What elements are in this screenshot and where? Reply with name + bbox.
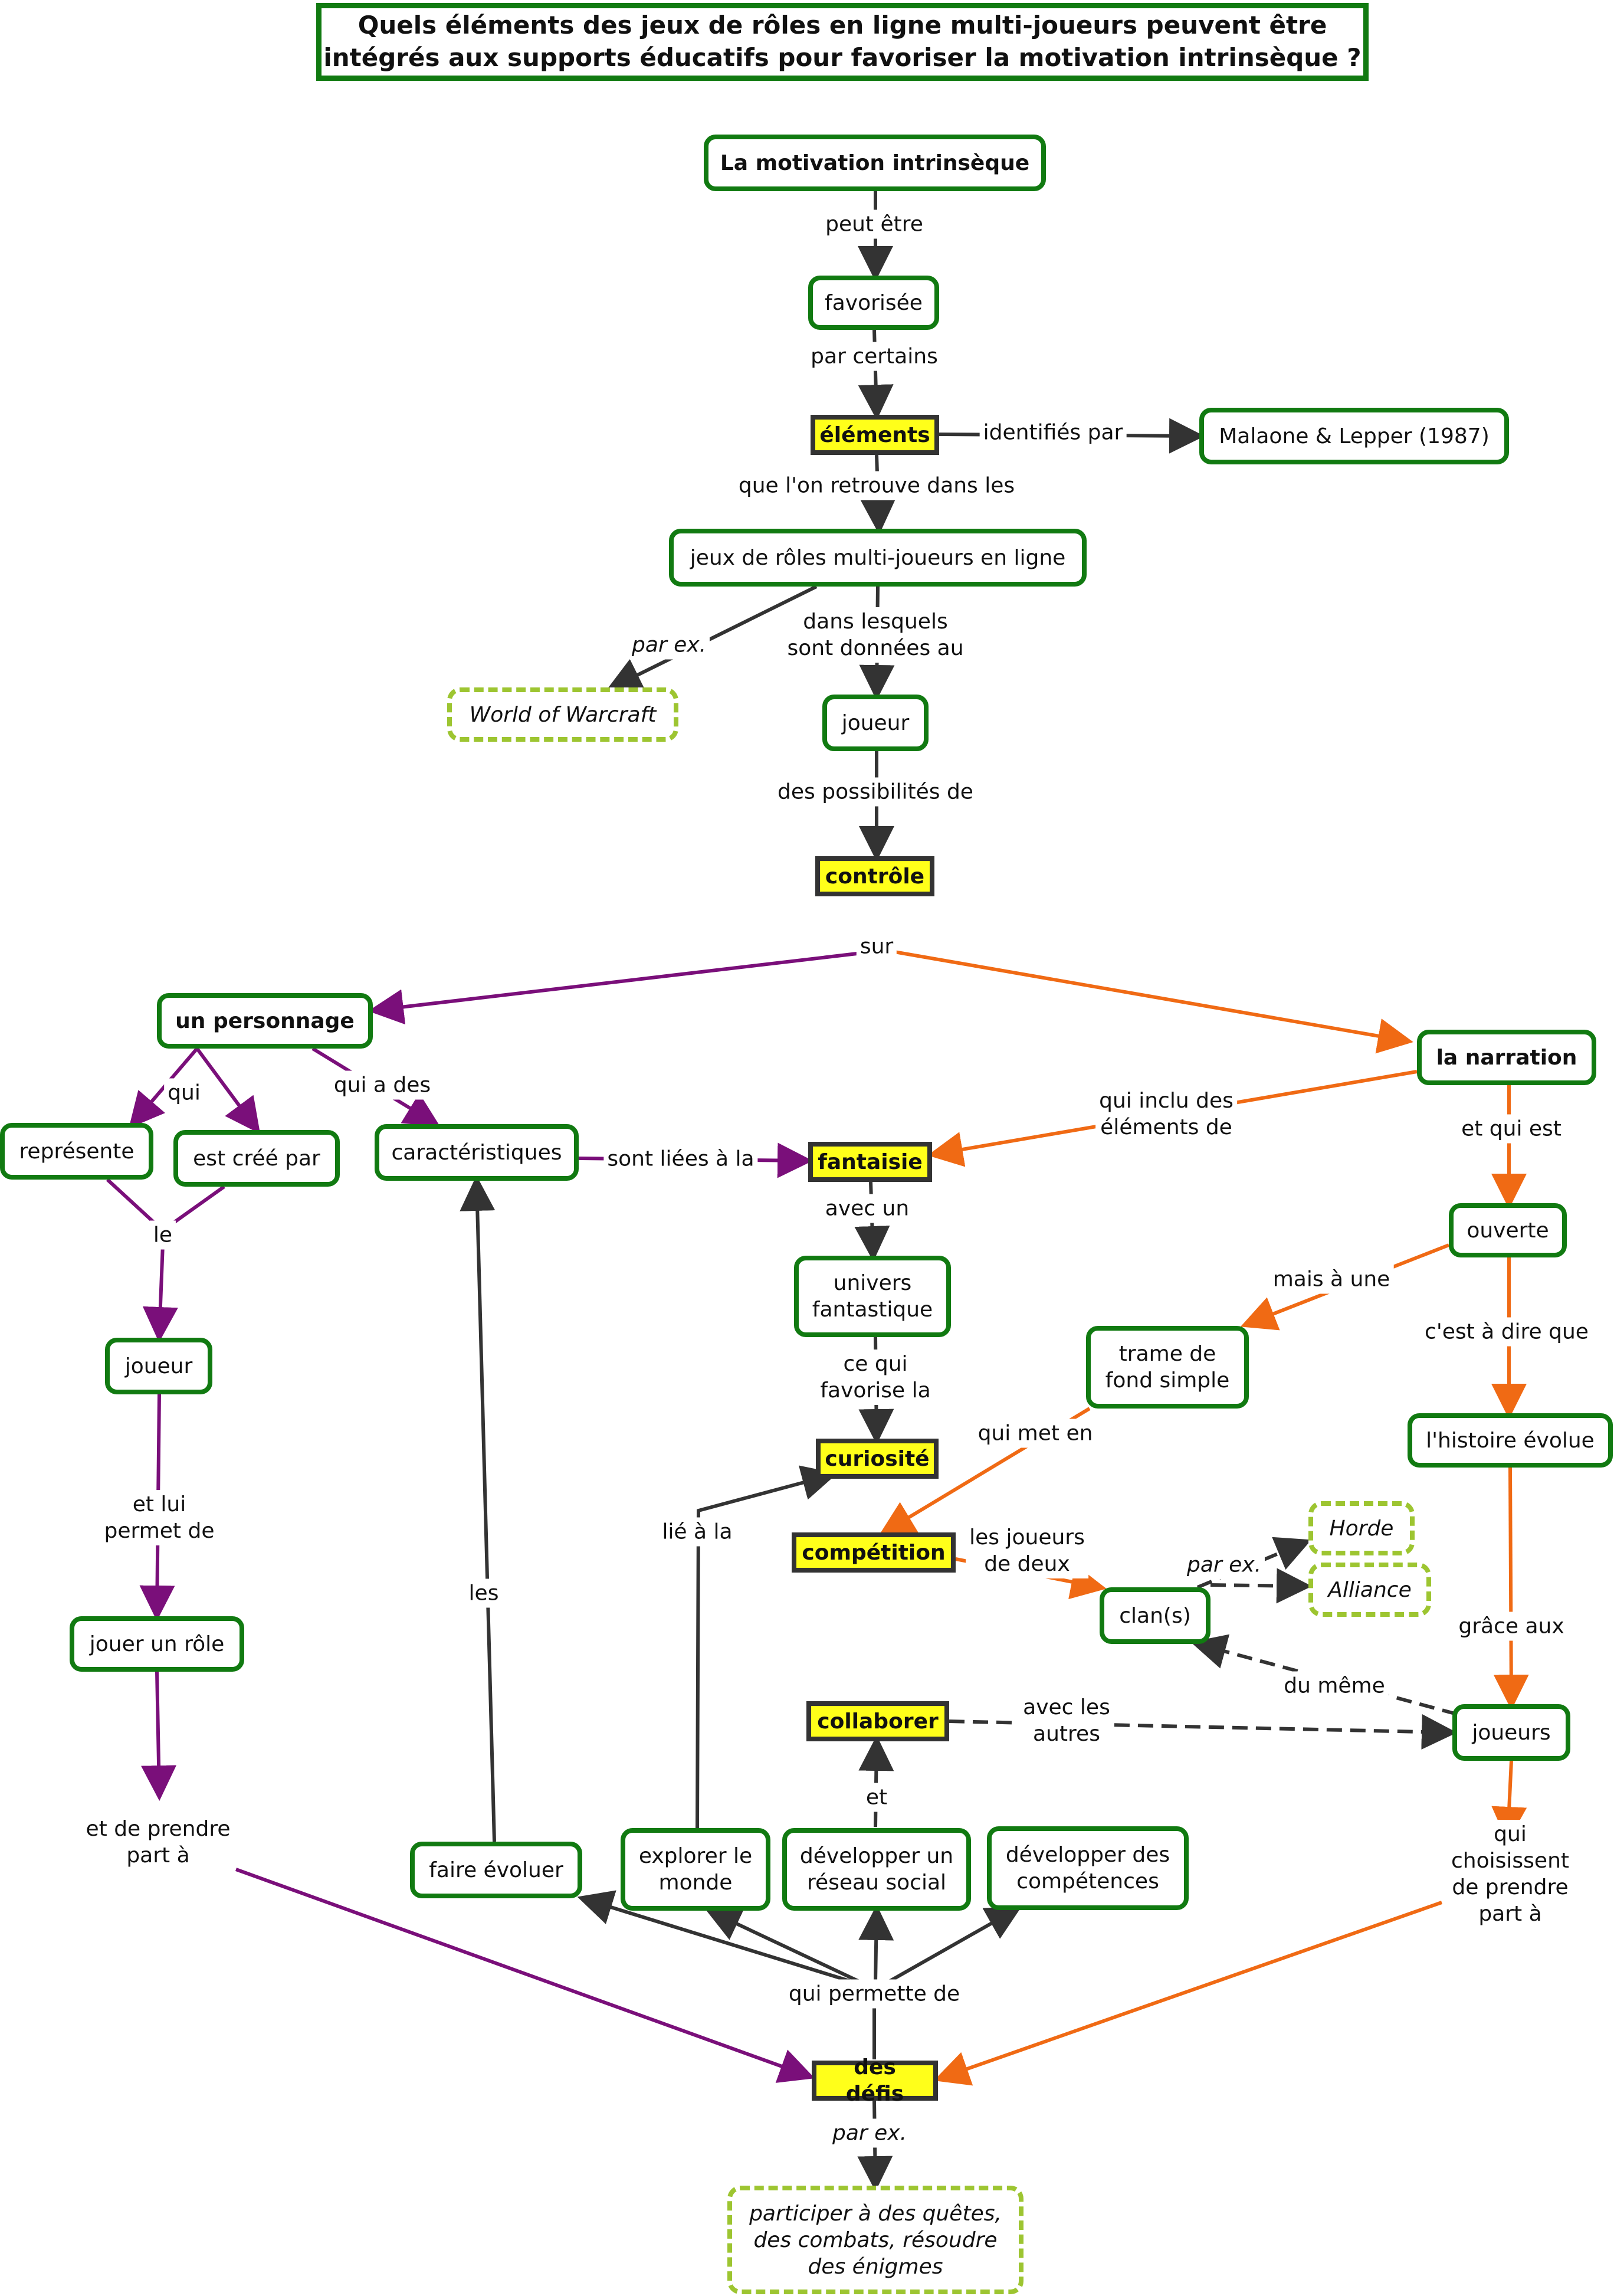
label-et-qui-est: et qui est	[1458, 1114, 1565, 1144]
node-jouer-un-role: jouer un rôle	[70, 1616, 244, 1672]
node-world-of-warcraft: World of Warcraft	[447, 687, 678, 742]
node-participer-quetes: participer à des quêtes, des combats, ré…	[727, 2186, 1023, 2294]
label-sur: sur	[856, 932, 897, 961]
node-alliance: Alliance	[1308, 1563, 1431, 1617]
node-controle: contrôle	[815, 856, 934, 896]
edge-le-joueur	[142, 1243, 178, 1342]
edge-controle-personnage	[368, 951, 868, 1025]
label-et-lui-permet: et lui permet de	[100, 1490, 218, 1545]
node-trame-de-fond: trame de fond simple	[1086, 1326, 1249, 1409]
label-peut-etre: peut être	[822, 209, 927, 239]
label-qui-choisissent: qui choisissent de prendre part à	[1448, 1820, 1573, 1928]
node-reseau-social: développer un réseau social	[782, 1828, 971, 1911]
node-univers-fantastique: univers fantastique	[794, 1256, 951, 1337]
node-elements: éléments	[811, 415, 939, 455]
label-le: le	[149, 1220, 176, 1250]
label-les: les	[465, 1578, 503, 1608]
label-lie-a-la: lié à la	[658, 1517, 736, 1547]
node-motivation-intrinseque: La motivation intrinsèque	[704, 135, 1046, 191]
node-la-narration: la narration	[1417, 1030, 1596, 1085]
node-represente: représente	[0, 1123, 153, 1180]
label-que-lon-retrouve: que l'on retrouve dans les	[734, 471, 1019, 500]
node-curiosite: curiosité	[816, 1439, 939, 1479]
node-competition: compétition	[792, 1532, 956, 1573]
label-qui-met-en: qui met en	[974, 1419, 1097, 1448]
label-par-ex-wow: par ex.	[628, 630, 710, 660]
node-malaone-lepper: Malaone & Lepper (1987)	[1199, 408, 1509, 464]
node-developper-competences: développer des compétences	[987, 1826, 1189, 1910]
edge-controle-narration	[890, 949, 1413, 1054]
diagram-title: Quels éléments des jeux de rôles en lign…	[316, 3, 1369, 81]
label-qui-a-des: qui a des	[330, 1070, 435, 1100]
edge-explorer-curiosite	[696, 1465, 838, 1829]
edge-personnage-estcree	[195, 1047, 261, 1134]
node-des-defis: des défis	[812, 2055, 938, 2106]
edge-jouerrole-defis	[141, 1671, 177, 1801]
edge-defis-explorer	[705, 1908, 875, 1990]
edge-jeux-wow	[606, 585, 818, 691]
node-favorisee: favorisée	[808, 276, 939, 330]
edge-histoire-joueurs	[1493, 1467, 1529, 1710]
node-joueurs: joueurs	[1452, 1704, 1570, 1761]
edge-represente-joueur	[106, 1178, 160, 1228]
node-fantaisie: fantaisie	[808, 1142, 932, 1182]
edge-choisissent-defis	[933, 1901, 1442, 2086]
label-les-joueurs-de-deux: les joueurs de deux	[966, 1523, 1088, 1578]
node-horde: Horde	[1308, 1501, 1415, 1555]
node-histoire-evolue: l'histoire évolue	[1408, 1413, 1613, 1468]
label-qui-permette-de: qui permette de	[785, 1979, 964, 2009]
label-qui-inclu: qui inclu des éléments de	[1095, 1086, 1237, 1142]
label-avec-les-autres: avec les autres	[1019, 1693, 1114, 1748]
label-ce-qui-favorise: ce qui favorise la	[816, 1350, 934, 1405]
edge-defis-reseau	[858, 1905, 894, 1983]
node-jeux-roles: jeux de rôles multi-joueurs en ligne	[669, 529, 1087, 587]
label-cest-a-dire: c'est à dire que	[1421, 1317, 1592, 1347]
label-et: et	[862, 1783, 891, 1812]
label-avec-un: avec un	[821, 1194, 913, 1223]
node-joueur-left: joueur	[105, 1338, 212, 1394]
label-identifies-par: identifiés par	[979, 418, 1127, 447]
edge-estcree-joueur	[168, 1185, 225, 1228]
edge-clans-alliance	[1210, 1568, 1312, 1604]
node-caracteristiques: caractéristiques	[375, 1124, 579, 1181]
node-collaborer: collaborer	[806, 1701, 949, 1741]
node-faire-evoluer: faire évoluer	[410, 1842, 582, 1898]
label-des-possibilites: des possibilités de	[774, 777, 977, 807]
node-explorer-le-monde: explorer le monde	[621, 1828, 770, 1911]
edge-faire-caracteristiques	[460, 1175, 496, 1842]
label-sont-liees: sont liées à la	[603, 1144, 758, 1174]
edge-defis-competences	[884, 1906, 1022, 1986]
edge-prendre-defis	[235, 1868, 815, 2083]
node-clans: clan(s)	[1100, 1587, 1210, 1644]
edge-joueurs-clans	[1190, 1634, 1458, 1716]
label-qui: qui	[164, 1078, 204, 1108]
label-par-ex-defis: par ex.	[828, 2118, 911, 2148]
label-grace-aux: grâce aux	[1455, 1612, 1568, 1641]
node-un-personnage: un personnage	[157, 993, 373, 1049]
label-par-certains: par certains	[807, 342, 942, 371]
node-joueur-top: joueur	[822, 695, 929, 751]
label-dans-lesquels: dans lesquels sont données au	[783, 607, 967, 663]
node-ouverte: ouverte	[1449, 1203, 1567, 1257]
label-du-meme: du même	[1280, 1671, 1389, 1701]
label-par-ex-clans: par ex.	[1183, 1550, 1265, 1580]
label-et-de-prendre: et de prendre part à	[82, 1814, 234, 1870]
label-mais-a-une: mais à une	[1269, 1265, 1394, 1294]
node-est-cree-par: est créé par	[173, 1130, 340, 1187]
